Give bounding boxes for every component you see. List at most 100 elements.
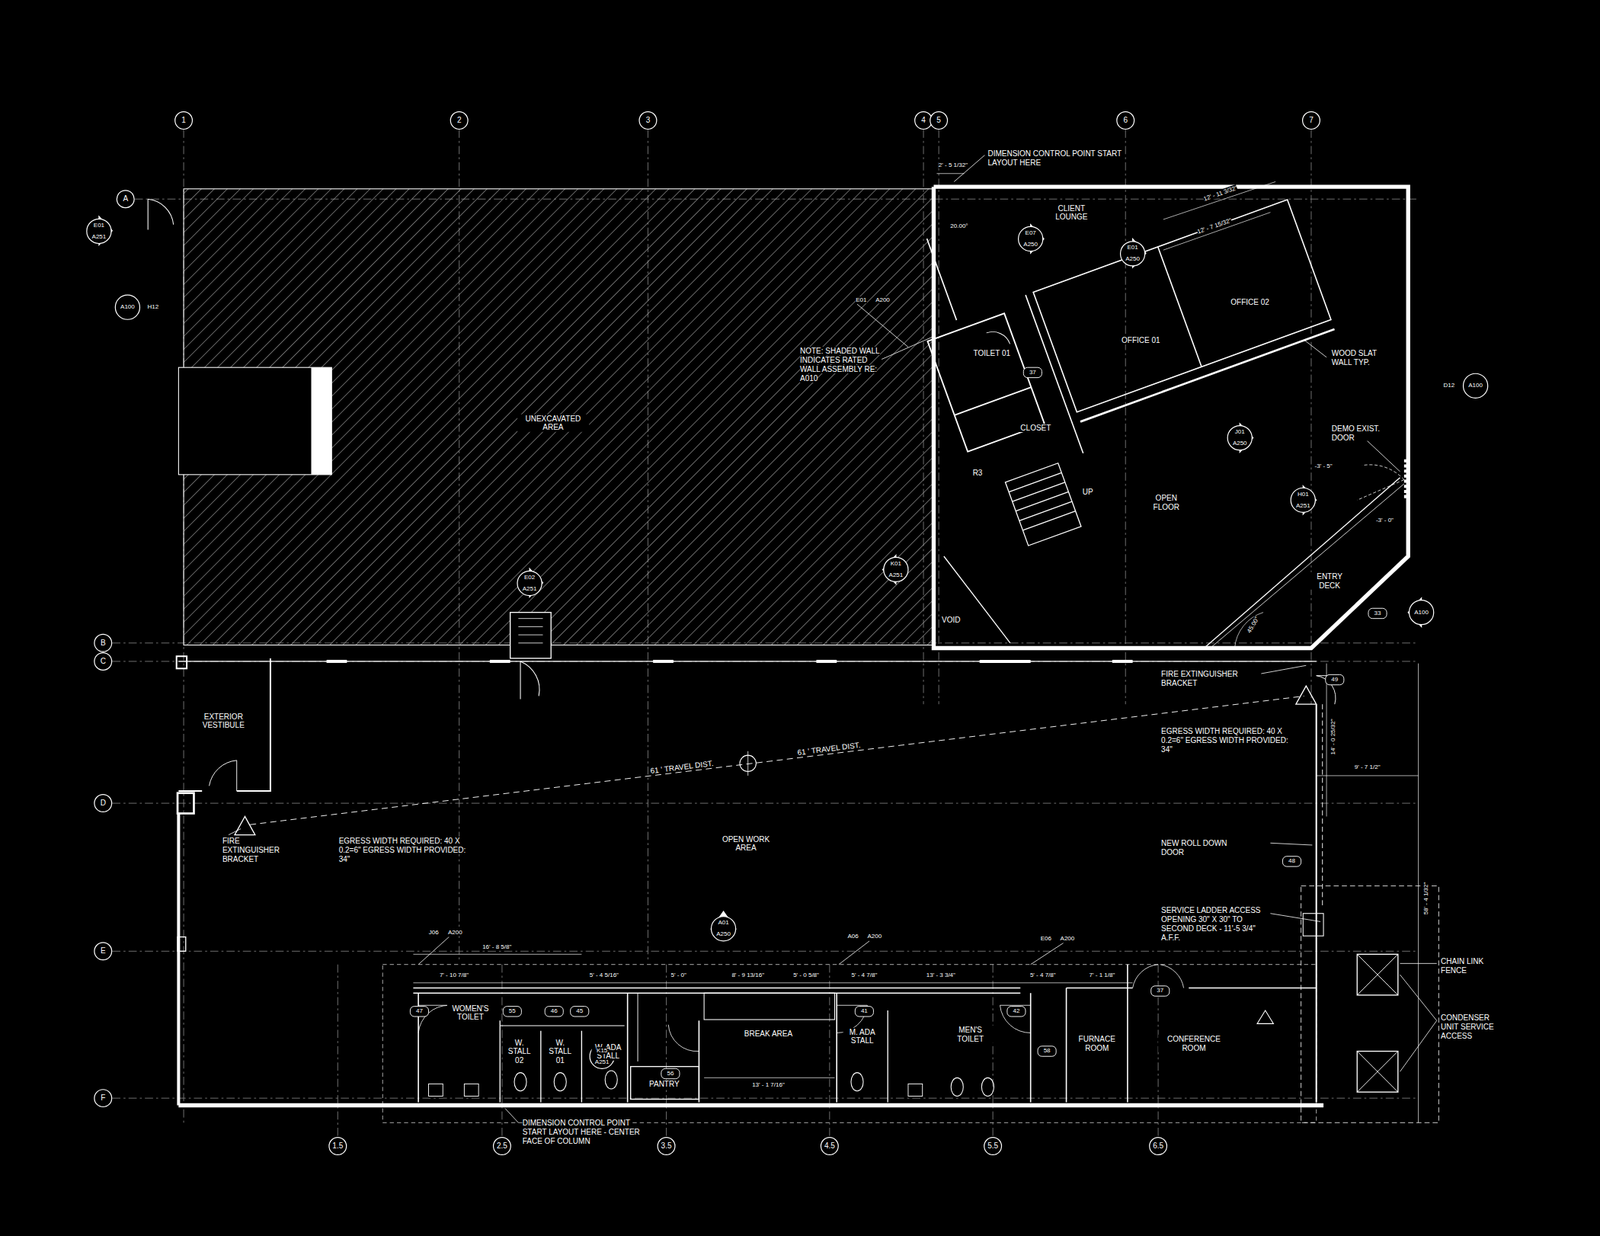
dimension-text: 61 ' TRAVEL DIST. [649,758,714,776]
dimension-text: 45.00° [1245,614,1261,634]
dimension-text: A06 [848,933,859,941]
room-name: EXTERIOR VESTIBULE [192,712,254,730]
dimension-text: K15 [596,1046,608,1055]
dimension-text: E06 [1040,934,1052,943]
dimension-text: A200 [867,933,882,941]
note-text: FIRE EXTINGUISHER BRACKET [222,836,295,864]
note-text: DIMENSION CONTROL POINT START LAYOUT HER… [987,149,1126,168]
room-label: TOILET 01 [971,345,1013,359]
door-number: 37 [1029,368,1037,377]
door-number: 48 [1288,857,1296,866]
dimension-text: 7' - 1 1/8" [1089,972,1116,980]
room-name: CONFERENCE ROOM [1158,1034,1230,1053]
grid-label: 3 [646,115,651,125]
dimension-text: A200 [1060,934,1076,943]
dimension-text: E01 [855,296,867,304]
dimension-text: 5' - 4 7/8" [1030,972,1056,980]
room-name: W. STALL 02 [504,1038,535,1066]
room-label: CLIENT LOUNGE [1048,204,1095,224]
dimension-text: A250 [716,930,731,938]
grid-lines [112,129,1418,1137]
room-name: OFFICE 02 [1228,297,1271,308]
grid-bubble [94,633,112,652]
grid-label: A [122,194,128,204]
grid-bubble [493,1137,512,1156]
grid-label: 1 [181,115,186,125]
dimension-text: J01 [1235,428,1245,436]
grid-bubble [116,190,135,208]
room-label: OFFICE 02 [1224,294,1276,308]
dimension-text: A251 [595,1058,610,1066]
grid-bubble [94,1089,112,1108]
dimension-text: A250 [1232,439,1248,448]
note-text: FIRE EXTINGUISHER BRACKET [1161,669,1258,688]
dimension-text: -3' - 0" [1376,516,1394,525]
grid-bubble [94,794,112,813]
note-text: NOTE: SHADED WALL INDICATES RATED WALL A… [800,346,882,384]
dimension-text: E02 [524,573,535,582]
dimension-text: A100 [1468,381,1483,390]
door-number: 33 [1374,609,1382,618]
room-label: OPEN FLOOR [1143,493,1190,513]
grid-bubble [1116,112,1135,130]
dimension-text: 61 ' TRAVEL DIST. [796,740,861,758]
room-label: BREAK AREA [740,1025,797,1040]
grid-label: 3.5 [661,1141,672,1151]
room-name: FURNACE ROOM [1076,1034,1118,1053]
room-label: WOMEN'S TOILET [447,1004,493,1024]
grid-label: D [100,798,106,808]
door-tag [570,1006,589,1017]
grid-bubble [329,1137,347,1156]
grid-label: 5.5 [987,1141,999,1151]
door-number: 46 [550,1007,558,1015]
dimension-text: A250 [1125,255,1140,263]
door-tag [661,1068,680,1079]
grid-bubble [639,112,657,130]
door-number: 55 [508,1007,516,1015]
dimension-text: A200 [875,296,890,304]
room-name: UNEXCAVATED AREA [517,414,589,432]
dimension-text: 58' - 4 1/32" [1423,881,1431,915]
door-number: 42 [1012,1007,1020,1015]
grid-bubble [450,112,468,130]
dimension-text: E01 [1126,244,1138,253]
grid-bubble [94,652,112,671]
dimension-text: -3' - 5" [1315,462,1333,471]
door-tag [854,1006,874,1017]
dimension-text: E01 [93,221,105,230]
room-label: FURNACE ROOM [1076,1034,1118,1054]
dimension-text: E07 [1025,229,1037,237]
note-text: EGRESS WIDTH REQUIRED: 40 X 0.2=6" EGRES… [1161,726,1289,755]
room-name: OFFICE 01 [1120,336,1162,346]
door-number: 47 [416,1007,423,1015]
leader-lines [228,155,1437,1124]
note-text: DIMENSION CONTROL POINT START LAYOUT HER… [522,1118,653,1146]
room-name: WOMEN'S TOILET [447,1004,493,1022]
lower-building-walls [176,656,1440,1123]
dimension-text: 7' - 10 7/8" [439,972,469,980]
note-text: DEMO EXIST. DOOR [1331,424,1389,443]
note-text: WOOD SLAT WALL TYP. [1331,348,1399,368]
dimension-text: 2' - 5 1/32" [938,161,968,170]
room-name: OPEN FLOOR [1143,493,1190,512]
room-name: M. ADA STALL [842,1027,882,1045]
grid-label: 2 [457,115,462,125]
grid-label: C [100,656,106,666]
dimension-text: 13' - 3 3/4" [926,972,956,980]
grid-bubble [930,112,948,130]
dimension-text: 13' - 1 7/16" [752,1081,785,1089]
room-name: CLIENT LOUNGE [1048,204,1095,222]
grid-label: 4 [921,115,926,125]
grid-label: 7 [1308,115,1314,125]
dimension-text: A250 [1023,240,1038,249]
room-name: BREAK AREA [742,1029,794,1039]
note-text: SERVICE LADDER ACCESS OPENING 30" X 30" … [1161,905,1276,943]
room-name: TOILET 01 [972,348,1013,359]
grid-label: F [100,1093,106,1103]
room-name: ENTRY DECK [1308,572,1351,590]
dimension-text: A200 [448,928,463,937]
dimension-text: K01 [890,560,902,568]
room-name: W. STALL 01 [544,1038,576,1066]
dimension-text: A251 [522,585,538,593]
grid-label: 5 [936,115,941,125]
